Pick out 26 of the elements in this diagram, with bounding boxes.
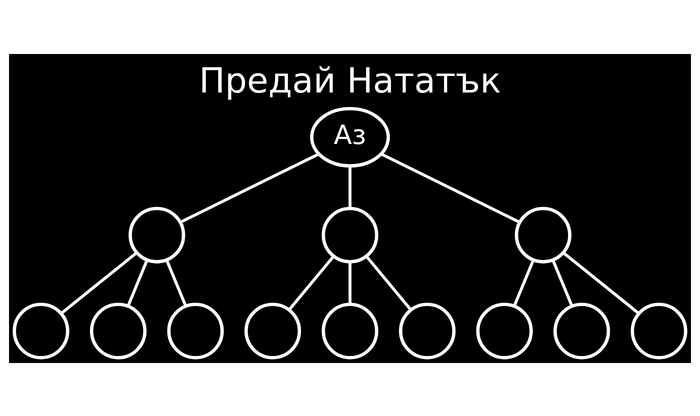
node-ellipse: Аз — [310, 106, 390, 168]
node-circle — [90, 302, 147, 359]
node-circle — [322, 302, 378, 359]
connector — [126, 258, 148, 306]
node-circle — [12, 302, 70, 359]
node-circle — [398, 302, 456, 359]
connector — [513, 258, 535, 306]
connector — [348, 166, 352, 208]
diagram-title: Предай Нататък — [198, 60, 502, 101]
connector — [552, 258, 574, 306]
connector — [60, 251, 138, 314]
node-circle — [553, 302, 610, 359]
node-circle — [476, 302, 533, 359]
node-circle — [514, 206, 572, 263]
connector — [165, 258, 187, 306]
connector — [348, 261, 352, 304]
node-circle — [244, 302, 302, 359]
node-circle — [167, 302, 224, 359]
node-circle — [128, 206, 186, 263]
node-circle — [630, 302, 688, 359]
connector — [180, 152, 320, 223]
node-circle — [322, 206, 378, 263]
connector — [562, 251, 640, 314]
connector — [288, 254, 335, 310]
connector — [380, 152, 520, 223]
connector — [365, 254, 412, 310]
